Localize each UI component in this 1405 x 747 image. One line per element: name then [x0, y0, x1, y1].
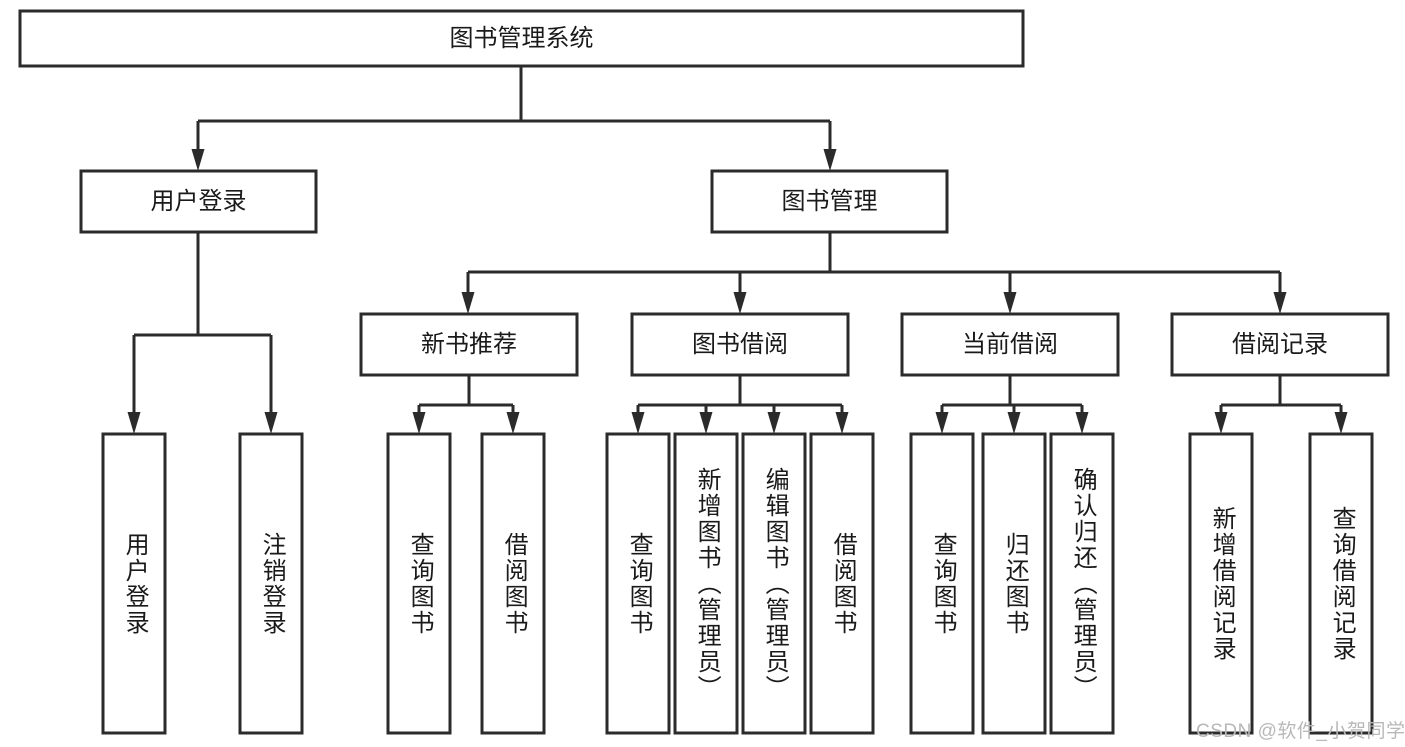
- node-box-新增借阅记录: [1188, 432, 1254, 735]
- node-label-新书推荐: 新书推荐: [421, 331, 517, 358]
- arrow-head-icon: [733, 292, 747, 314]
- node-box-查询图书: [605, 432, 671, 735]
- node-label-图书管理: 图书管理: [782, 188, 878, 215]
- arrow-head-icon: [1003, 292, 1017, 314]
- node-box-注销登录: [238, 432, 304, 735]
- arrow-head-icon: [835, 412, 849, 434]
- node-box-借阅记录: [1170, 312, 1390, 377]
- node-box-图书管理: [710, 169, 949, 234]
- node-label-借阅记录: 借阅记录: [1232, 331, 1328, 358]
- arrow-head-icon: [1273, 292, 1287, 314]
- node-box-查询借阅记录: [1308, 432, 1374, 735]
- node-box-借阅图书: [809, 432, 875, 735]
- arrow-head-icon: [1007, 412, 1021, 434]
- connector-current-borrow-to-leaves: [935, 375, 1089, 434]
- arrow-head-icon: [412, 412, 426, 434]
- connector-borrow-to-leaves: [631, 375, 849, 434]
- arrow-head-icon: [264, 412, 278, 434]
- node-label-用户登录: 用户登录: [151, 188, 247, 215]
- connector-layer: [127, 66, 1348, 434]
- arrow-head-icon: [699, 412, 713, 434]
- node-label-图书管理系统: 图书管理系统: [450, 25, 594, 52]
- node-box-用户登录: [101, 432, 167, 735]
- connector-borrow-record-to-leaves: [1214, 375, 1348, 434]
- arrow-head-icon: [506, 412, 520, 434]
- connector-user-login-to-leaves: [127, 232, 278, 434]
- node-box-图书管理系统: [18, 9, 1025, 68]
- arrow-head-icon: [191, 149, 205, 171]
- node-label-当前借阅: 当前借阅: [962, 331, 1058, 358]
- arrow-head-icon: [935, 412, 949, 434]
- node-box-用户登录: [79, 169, 318, 234]
- arrow-head-icon: [1075, 412, 1089, 434]
- arrow-head-icon: [461, 292, 475, 314]
- node-box-借阅图书: [480, 432, 546, 735]
- arrow-head-icon: [1334, 412, 1348, 434]
- node-box-归还图书: [981, 432, 1047, 735]
- node-box-查询图书: [386, 432, 452, 735]
- arrow-head-icon: [823, 149, 837, 171]
- arrow-head-icon: [631, 412, 645, 434]
- node-box-当前借阅: [900, 312, 1120, 377]
- node-box-编辑图书管理员: [741, 432, 807, 735]
- connector-root-to-level2: [191, 66, 837, 171]
- arrow-head-icon: [1214, 412, 1228, 434]
- node-box-新书推荐: [359, 312, 579, 377]
- node-box-新增图书管理员: [673, 432, 739, 735]
- node-label-图书借阅: 图书借阅: [692, 331, 788, 358]
- node-box-查询图书: [909, 432, 975, 735]
- node-box-确认归还管理员: [1049, 432, 1115, 735]
- csdn-watermark: CSDN @软件_小贺同学: [1196, 721, 1405, 742]
- connector-new-book-to-leaves: [412, 375, 520, 434]
- arrow-head-icon: [127, 412, 141, 434]
- node-box-图书借阅: [630, 312, 850, 377]
- connector-book-mgmt-to-level3: [461, 232, 1287, 314]
- arrow-head-icon: [767, 412, 781, 434]
- node-box-layer: [18, 9, 1390, 735]
